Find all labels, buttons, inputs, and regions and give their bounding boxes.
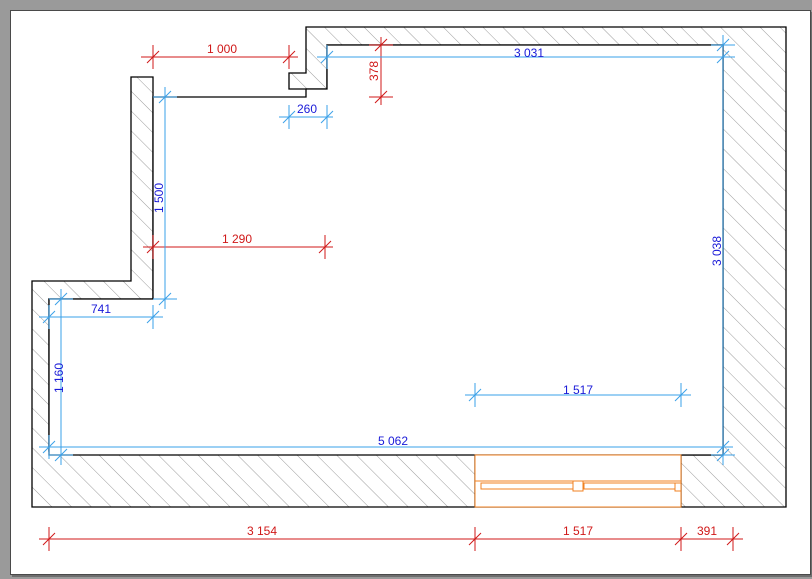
- floor-plan: 1 000 378 1 290 3 154: [31, 26, 787, 551]
- dim-niche-depth: 1 290: [222, 232, 252, 246]
- dim-bottom-inner-width: 5 062: [378, 434, 408, 448]
- dim-notch-width: 260: [297, 102, 317, 116]
- window-sash-left: [480, 482, 574, 490]
- dim-left-upper-height: 1 500: [152, 183, 166, 213]
- walls: [31, 26, 787, 508]
- dim-left-lower-height: 1 160: [52, 363, 66, 393]
- dim-top-inner-width: 3 031: [514, 46, 544, 60]
- dim-top-offset: 1 000: [207, 42, 237, 56]
- outer-dimensions: 1 000 378 1 290 3 154: [39, 37, 743, 551]
- window: [474, 454, 682, 508]
- window-frame-right: [674, 482, 682, 492]
- drawing-sheet: 1 000 378 1 290 3 154: [10, 10, 811, 575]
- dim-notch-depth: 378: [367, 61, 381, 81]
- dim-bottom-window: 1 517: [563, 524, 593, 538]
- inner-dimensions: 260 3 031 1 500 3 038: [39, 35, 735, 465]
- dim-window-inner-width: 1 517: [563, 383, 593, 397]
- dim-bottom-right: 391: [697, 524, 717, 538]
- window-sash-right: [583, 482, 677, 490]
- dim-right-height: 3 038: [710, 236, 724, 266]
- dim-bottom-left: 3 154: [247, 524, 277, 538]
- window-mullion: [572, 480, 584, 492]
- dim-left-lower-width: 741: [91, 302, 111, 316]
